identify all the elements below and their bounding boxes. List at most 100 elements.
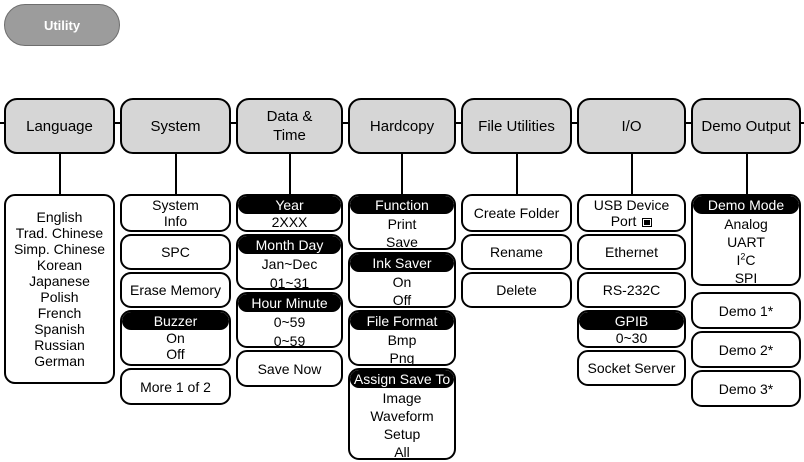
demo-mode-option[interactable]: Analog xyxy=(724,216,768,232)
demo-mode-option-i2c[interactable]: I2C xyxy=(736,252,755,268)
month-day-title: Month Day xyxy=(238,236,341,254)
ink-saver-option[interactable]: On xyxy=(392,274,412,290)
gpib-group[interactable]: GPIB 0~30 xyxy=(577,310,686,348)
menu-io[interactable]: I/O xyxy=(577,98,686,154)
language-option[interactable]: Russian xyxy=(34,337,85,353)
system-info-label: System xyxy=(152,197,199,213)
demo-output-connector xyxy=(746,154,748,194)
spc-label: SPC xyxy=(161,244,190,260)
create-folder-label: Create Folder xyxy=(473,205,560,221)
assign-save-to-option[interactable]: Image xyxy=(382,390,422,406)
ethernet-label: Ethernet xyxy=(605,244,658,260)
usb-device-label: USB Device xyxy=(593,197,670,213)
gpib-title: GPIB xyxy=(579,312,684,330)
menu-hardcopy[interactable]: Hardcopy xyxy=(348,98,456,154)
system-connector xyxy=(175,154,177,194)
menu-demo-output[interactable]: Demo Output xyxy=(691,98,801,154)
demo-mode-option[interactable]: UART xyxy=(727,234,765,250)
file-format-option[interactable]: Bmp xyxy=(387,332,417,348)
create-folder-button[interactable]: Create Folder xyxy=(461,194,572,232)
file-format-title: File Format xyxy=(350,312,454,330)
demo3-button[interactable]: Demo 3* xyxy=(691,370,801,407)
language-option[interactable]: Japanese xyxy=(29,273,90,289)
assign-save-to-option[interactable]: Setup xyxy=(383,426,421,442)
erase-memory-button[interactable]: Erase Memory xyxy=(120,272,231,308)
io-connector xyxy=(631,154,633,194)
demo1-label: Demo 1* xyxy=(718,302,774,319)
function-title: Function xyxy=(350,196,454,214)
assign-save-to-group[interactable]: Assign Save To Image Waveform Setup All xyxy=(348,368,456,460)
utility-button[interactable]: Utility xyxy=(4,4,120,46)
spc-button[interactable]: SPC xyxy=(120,234,231,270)
function-group[interactable]: Function Print Save xyxy=(348,194,456,250)
demo1-button[interactable]: Demo 1* xyxy=(691,292,801,329)
demo2-label: Demo 2* xyxy=(718,341,774,358)
usb-port-row: Port xyxy=(611,213,653,229)
buzzer-title: Buzzer xyxy=(122,312,229,330)
demo3-label: Demo 3* xyxy=(718,380,774,397)
system-info-button[interactable]: System Info xyxy=(120,194,231,232)
minute-range: 0~59 xyxy=(273,333,306,348)
language-option[interactable]: German xyxy=(34,353,85,369)
buzzer-option[interactable]: Off xyxy=(166,346,185,362)
demo-mode-title: Demo Mode xyxy=(693,196,799,214)
language-list: English Trad. Chinese Simp. Chinese Kore… xyxy=(4,194,115,384)
file-format-group[interactable]: File Format Bmp Png xyxy=(348,310,456,366)
rename-button[interactable]: Rename xyxy=(461,234,572,270)
usb-device-port-button[interactable]: USB Device Port xyxy=(577,194,686,232)
ink-saver-title: Ink Saver xyxy=(350,254,454,272)
hardcopy-connector xyxy=(401,154,403,194)
demo-mode-option[interactable]: SPI xyxy=(734,270,758,286)
delete-button[interactable]: Delete xyxy=(461,272,572,308)
language-option[interactable]: English xyxy=(36,209,83,225)
erase-memory-label: Erase Memory xyxy=(129,282,222,298)
month-day-group[interactable]: Month Day Jan~Dec 01~31 xyxy=(236,234,343,290)
hour-minute-title: Hour Minute xyxy=(238,294,341,312)
year-title: Year xyxy=(238,196,341,214)
function-option[interactable]: Print xyxy=(387,216,417,232)
assign-save-to-option[interactable]: All xyxy=(394,444,410,460)
assign-save-to-title: Assign Save To xyxy=(350,370,454,388)
menu-data-time[interactable]: Data & Time xyxy=(236,98,343,154)
system-info-label: Info xyxy=(163,213,188,229)
year-group[interactable]: Year 2XXX xyxy=(236,194,343,232)
language-option[interactable]: Korean xyxy=(36,257,83,273)
more-label: More 1 of 2 xyxy=(140,378,211,395)
rs232c-button[interactable]: RS-232C xyxy=(577,272,686,308)
menu-system[interactable]: System xyxy=(120,98,231,154)
delete-label: Delete xyxy=(496,282,537,298)
file-utilities-connector xyxy=(516,154,518,194)
ink-saver-option[interactable]: Off xyxy=(392,292,412,308)
rs232c-label: RS-232C xyxy=(602,282,661,298)
file-format-option[interactable]: Png xyxy=(389,350,415,366)
function-option[interactable]: Save xyxy=(386,234,418,250)
socket-server-label: Socket Server xyxy=(587,360,676,376)
hour-minute-group[interactable]: Hour Minute 0~59 0~59 xyxy=(236,292,343,348)
buzzer-option[interactable]: On xyxy=(166,330,185,346)
language-option[interactable]: Trad. Chinese xyxy=(15,225,104,241)
usb-port-label: Port xyxy=(610,213,637,229)
socket-server-button[interactable]: Socket Server xyxy=(577,350,686,386)
hour-range: 0~59 xyxy=(273,314,306,330)
month-range: Jan~Dec xyxy=(261,256,318,272)
ethernet-button[interactable]: Ethernet xyxy=(577,234,686,270)
language-option[interactable]: French xyxy=(37,305,82,321)
demo2-button[interactable]: Demo 2* xyxy=(691,331,801,368)
more-button[interactable]: More 1 of 2 xyxy=(120,368,231,405)
ink-saver-group[interactable]: Ink Saver On Off xyxy=(348,252,456,308)
i2c-rest: C xyxy=(745,252,756,268)
buzzer-group[interactable]: Buzzer On Off xyxy=(120,310,231,366)
assign-save-to-option[interactable]: Waveform xyxy=(370,408,434,424)
usb-port-icon xyxy=(642,218,653,227)
demo-mode-group[interactable]: Demo Mode Analog UART I2C SPI xyxy=(691,194,801,286)
menu-file-utilities[interactable]: File Utilities xyxy=(461,98,572,154)
menu-language[interactable]: Language xyxy=(4,98,115,154)
language-option[interactable]: Polish xyxy=(40,289,79,305)
save-now-label: Save Now xyxy=(257,360,322,377)
rename-label: Rename xyxy=(490,244,543,260)
datetime-connector xyxy=(289,154,291,194)
language-option[interactable]: Simp. Chinese xyxy=(13,241,106,257)
language-option[interactable]: Spanish xyxy=(34,321,85,337)
save-now-button[interactable]: Save Now xyxy=(236,350,343,387)
i2c-superscript: 2 xyxy=(740,251,746,262)
